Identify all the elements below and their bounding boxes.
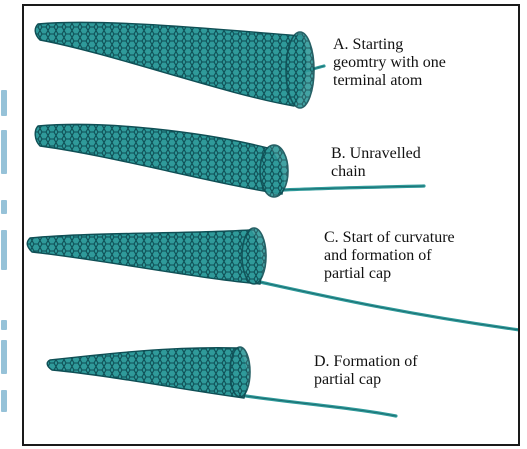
caption-panel-c: C. Start of curvature and formation of p…	[324, 229, 455, 283]
adjacent-page-fragment	[1, 230, 7, 270]
nanotube-c-hexagonal-lattice	[27, 230, 261, 284]
caption-panel-b: B. Unravelled chain	[331, 145, 421, 181]
adjacent-page-fragment	[1, 200, 7, 214]
caption-a-line-3: terminal atom	[333, 72, 446, 90]
nanotube-c-atom-chain	[260, 282, 518, 330]
nanotube-d-open-end	[230, 347, 250, 397]
caption-a-line-2: geomtry with one	[333, 54, 446, 72]
nanotube-a-hexagonal-lattice	[35, 22, 306, 106]
nanotube-c-open-end	[242, 228, 266, 284]
caption-panel-d: D. Formation of partial cap	[314, 353, 418, 389]
nanotube-b-hexagonal-lattice	[35, 124, 283, 194]
caption-b-line-1: B. Unravelled	[331, 145, 421, 163]
nanotube-b-open-end	[260, 145, 288, 197]
adjacent-page-fragment	[1, 390, 7, 412]
caption-panel-a: A. Starting geomtry with one terminal at…	[333, 36, 446, 90]
caption-c-line-2: and formation of	[324, 247, 455, 265]
caption-d-line-1: D. Formation of	[314, 353, 418, 371]
nanotube-d-hexagonal-lattice	[47, 348, 247, 398]
adjacent-page-fragment	[1, 340, 7, 374]
caption-c-line-3: partial cap	[324, 265, 455, 283]
nanotube-a	[35, 22, 324, 108]
adjacent-page-fragment	[1, 130, 7, 174]
caption-a-line-1: A. Starting	[333, 36, 446, 54]
adjacent-page-fragment	[1, 320, 7, 330]
adjacent-page-text-fragments	[1, 90, 9, 420]
caption-d-line-2: partial cap	[314, 371, 418, 389]
adjacent-page-fragment	[1, 90, 7, 116]
caption-b-line-2: chain	[331, 163, 421, 181]
adjacent-page-strip	[0, 0, 22, 449]
figure-frame: A. Starting geomtry with one terminal at…	[22, 4, 520, 446]
caption-c-line-1: C. Start of curvature	[324, 229, 455, 247]
nanotube-a-open-end	[286, 32, 314, 108]
